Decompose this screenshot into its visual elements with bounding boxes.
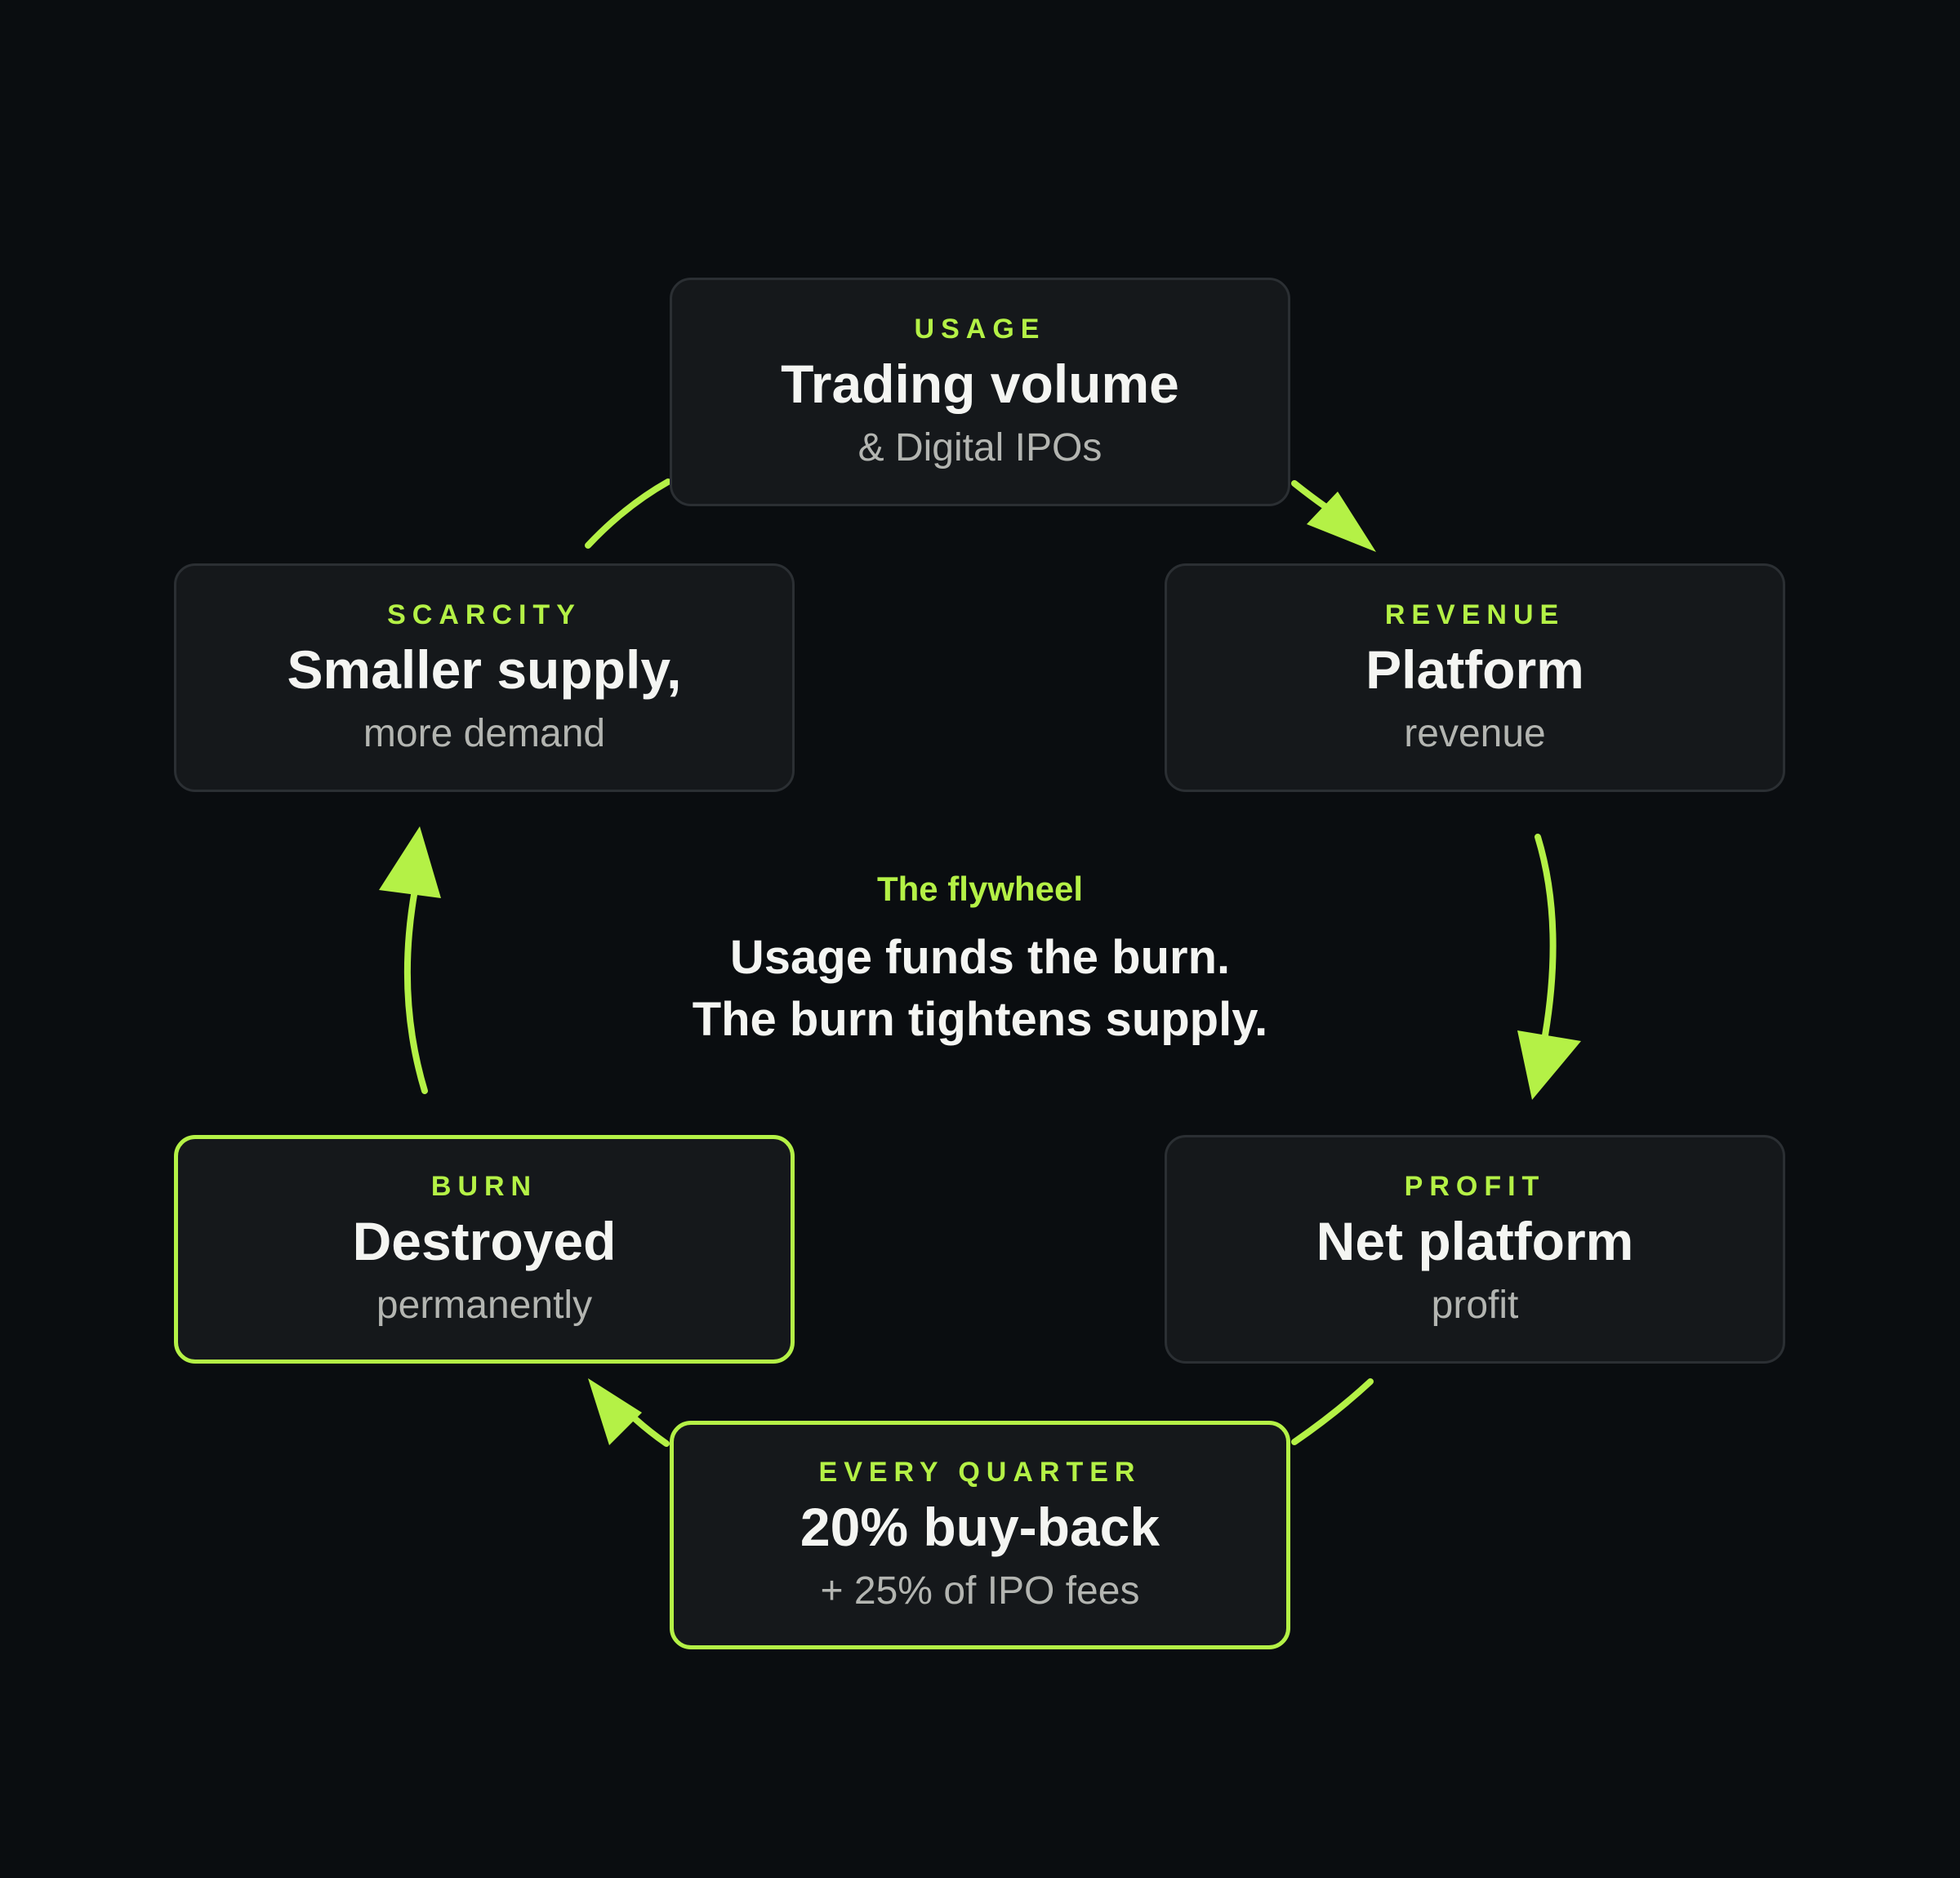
quarter-subtitle: + 25% of IPO fees	[820, 1569, 1140, 1613]
arrow-burn-to-scarcity	[403, 887, 428, 1094]
summary-line-1: Usage funds the burn.	[729, 931, 1231, 984]
quarter-title: 20% buy-back	[800, 1497, 1160, 1558]
profit-subtitle: profit	[1431, 1283, 1519, 1327]
revenue-subtitle: revenue	[1404, 711, 1546, 755]
profit-eyebrow: PROFIT	[1404, 1171, 1546, 1203]
arrow-revenue-to-profit	[1535, 834, 1557, 1039]
arrowhead-scarcity	[379, 826, 441, 898]
node-burn: BURN Destroyed permanently	[174, 1135, 795, 1364]
usage-title: Trading volume	[781, 354, 1179, 415]
arrowhead-revenue	[1307, 492, 1376, 552]
summary-line-2: The burn tightens supply.	[692, 993, 1268, 1046]
quarter-eyebrow: EVERY QUARTER	[818, 1457, 1142, 1489]
burn-subtitle: permanently	[376, 1283, 593, 1327]
arrow-usage-to-revenue	[1291, 480, 1330, 511]
arrow-scarcity-to-usage	[585, 478, 671, 549]
arrow-profit-to-quarter	[1291, 1378, 1374, 1445]
revenue-title: Platform	[1365, 639, 1584, 701]
usage-subtitle: & Digital IPOs	[858, 425, 1102, 470]
arrowhead-profit	[1517, 1030, 1581, 1100]
node-every-quarter: EVERY QUARTER 20% buy-back + 25% of IPO …	[670, 1421, 1290, 1649]
revenue-eyebrow: REVENUE	[1384, 599, 1566, 631]
profit-title: Net platform	[1316, 1211, 1634, 1272]
flywheel-summary: The flywheel Usage funds the burn. The b…	[572, 870, 1388, 1051]
node-scarcity: SCARCITY Smaller supply, more demand	[174, 563, 795, 792]
scarcity-title: Smaller supply,	[287, 639, 682, 701]
node-profit: PROFIT Net platform profit	[1165, 1135, 1785, 1364]
arrow-quarter-to-burn	[632, 1416, 670, 1447]
usage-eyebrow: USAGE	[914, 314, 1046, 345]
node-revenue: REVENUE Platform revenue	[1165, 563, 1785, 792]
arrowhead-burn	[588, 1378, 642, 1445]
burn-title: Destroyed	[352, 1211, 617, 1272]
node-usage: USAGE Trading volume & Digital IPOs	[670, 278, 1290, 506]
flywheel-label: The flywheel	[876, 870, 1084, 908]
burn-eyebrow: BURN	[430, 1171, 538, 1203]
scarcity-subtitle: more demand	[363, 711, 606, 755]
scarcity-eyebrow: SCARCITY	[387, 599, 581, 631]
